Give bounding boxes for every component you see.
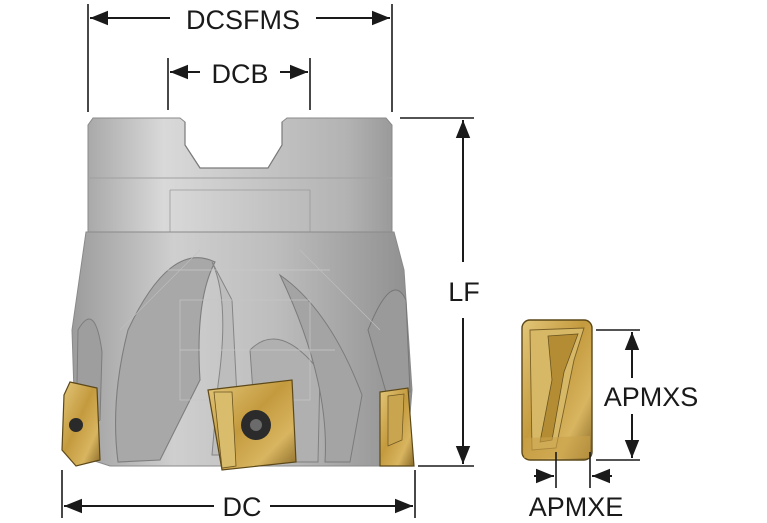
dim-dcb: DCB <box>167 58 311 110</box>
dim-apmxs: APMXS <box>596 329 699 461</box>
dim-lf: LF <box>400 117 480 467</box>
label-dcb: DCB <box>211 59 268 89</box>
dim-dcsfms: DCSFMS <box>87 4 393 112</box>
cutter-insert-left <box>61 381 101 467</box>
label-dc: DC <box>223 492 262 522</box>
label-dcsfms: DCSFMS <box>186 5 300 35</box>
torx-screw-icon <box>69 418 83 432</box>
label-apmxe: APMXE <box>529 492 624 522</box>
dim-dc: DC <box>61 470 416 522</box>
cutter-insert-right <box>379 387 415 467</box>
label-apmxs: APMXS <box>604 382 699 412</box>
cutter-insert-center <box>207 379 297 471</box>
indexable-insert <box>521 319 593 461</box>
label-lf: LF <box>448 277 480 307</box>
dim-apmxe: APMXE <box>529 452 624 522</box>
